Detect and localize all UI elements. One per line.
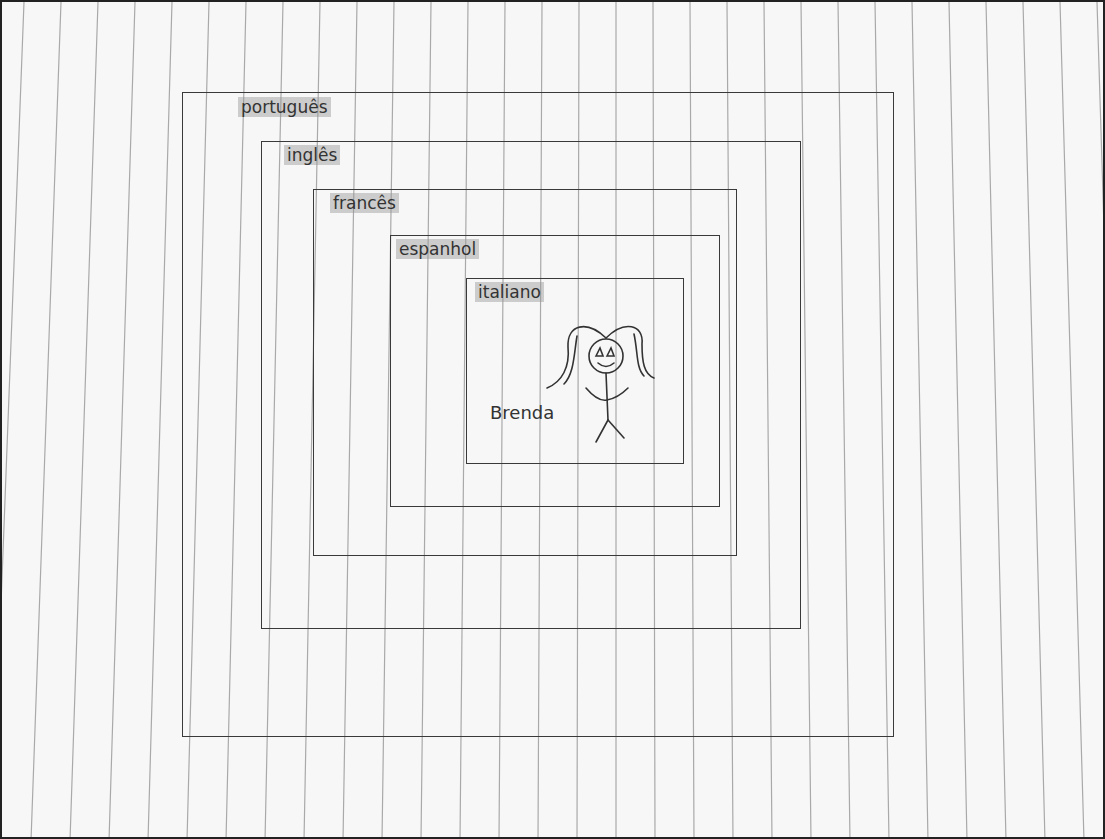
eye bbox=[596, 348, 603, 356]
hair bbox=[547, 327, 606, 388]
box-heading: espanhol bbox=[396, 239, 479, 259]
head bbox=[589, 339, 623, 373]
stick-figure-lines bbox=[547, 327, 654, 442]
arm bbox=[586, 388, 628, 400]
body bbox=[606, 373, 608, 420]
box-heading: italiano bbox=[475, 282, 544, 302]
language-box: francês espanhol italiano bbox=[313, 189, 737, 556]
mouth bbox=[598, 363, 614, 367]
language-box: inglês francês espanhol italiano bbox=[261, 141, 801, 629]
person-name: Brenda bbox=[490, 402, 554, 423]
leg bbox=[596, 420, 608, 442]
language-box: italiano bbox=[466, 278, 684, 464]
leg bbox=[608, 420, 624, 438]
box-heading: português bbox=[238, 97, 331, 117]
hair bbox=[634, 334, 644, 376]
box-heading: inglês bbox=[284, 145, 340, 165]
box-heading: francês bbox=[330, 193, 399, 213]
language-box: espanhol italiano bbox=[390, 235, 720, 507]
hair bbox=[564, 336, 577, 384]
hair bbox=[606, 327, 654, 378]
eye bbox=[607, 348, 614, 356]
